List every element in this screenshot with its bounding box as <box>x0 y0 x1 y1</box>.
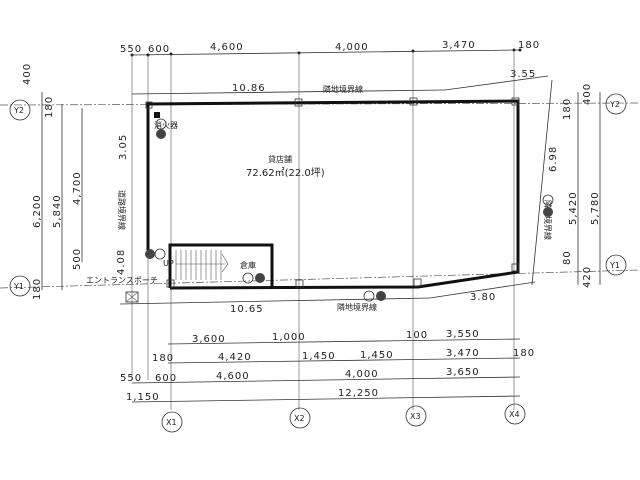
dim-text: 420 <box>582 266 593 288</box>
dim-text: 80 <box>562 250 573 265</box>
dim-text: 1,450 <box>302 351 336 362</box>
room-area: 72.62㎡(22.0坪) <box>246 166 325 179</box>
dim-text: 600 <box>148 44 170 55</box>
meter-icon <box>242 272 254 284</box>
dim-text: 5,780 <box>590 191 601 225</box>
dim-text: 500 <box>72 248 83 270</box>
stairs-up-label: UP <box>163 259 174 268</box>
dim-text: 180 <box>513 348 535 359</box>
dim-text: 600 <box>155 373 177 384</box>
dim-text: 4,000 <box>345 369 379 380</box>
dim-text: Y1 <box>13 282 24 291</box>
dim-text: 4,700 <box>72 171 83 205</box>
dim-text: 5,840 <box>52 194 63 228</box>
dim-text: X3 <box>410 412 421 421</box>
entrance-porch-label: エントランスポーチ <box>86 276 158 285</box>
site-boundary-length: 10.86 <box>232 83 266 94</box>
building-outline <box>145 97 520 290</box>
site-boundary-length: 3.55 <box>510 69 536 80</box>
neighbor-boundary-label: 隣地境界線 <box>543 200 553 240</box>
bottom-dimensions: 3,600 1,000 100 3,550 180 4,420 1,450 1,… <box>120 329 535 403</box>
dim-text: 1,150 <box>126 392 160 403</box>
dim-text: 550 <box>120 373 142 384</box>
meter-symbols <box>145 118 554 302</box>
grid-marker-y2 <box>9 99 31 121</box>
right-dimensions: 400 180 6.98 5,420 5,780 80 420 <box>531 79 601 288</box>
road-boundary-label: 道路境界線 <box>117 190 127 230</box>
staircase <box>175 250 229 280</box>
dim-text: 180 <box>518 40 540 51</box>
meter-icon <box>154 248 166 260</box>
meter-icon <box>363 290 375 302</box>
extinguisher-icon <box>154 112 160 118</box>
grid-marker-x4 <box>504 403 526 425</box>
grid-marker-x1 <box>161 411 183 433</box>
dim-text: 3,470 <box>442 40 476 51</box>
meter-icon <box>145 249 155 259</box>
meter-icon <box>542 194 554 206</box>
grid-marker-x2 <box>289 407 311 429</box>
neighbor-boundary-label: 隣地境界線 <box>337 302 377 312</box>
grid-marker-y2 <box>605 93 627 115</box>
dim-text: 180 <box>152 353 174 364</box>
dim-text: Y2 <box>609 100 620 109</box>
dim-text: 4,600 <box>216 371 250 382</box>
top-dimensions: 550 600 4,600 4,000 3,470 180 10.86 隣地境界… <box>120 40 549 95</box>
dim-text: 6,200 <box>32 194 43 228</box>
dim-text: 400 <box>582 83 593 105</box>
dim-text: 180 <box>44 96 55 118</box>
left-dimensions: 400 180 6,200 5,840 4,700 500 180 3.05 4… <box>22 63 129 300</box>
dim-text: 4,420 <box>218 352 252 363</box>
dim-text: 12,250 <box>338 388 379 399</box>
room-name: 貸店舗 <box>268 154 292 164</box>
dim-text: 100 <box>406 330 428 341</box>
dim-text: 3,550 <box>446 329 480 340</box>
dim-text: 1,450 <box>360 350 394 361</box>
dim-text: 550 <box>120 44 142 55</box>
dim-text: 3.05 <box>118 134 129 160</box>
meter-icon <box>543 207 553 217</box>
storage-label: 倉庫 <box>240 260 256 270</box>
dim-text: X4 <box>509 410 520 419</box>
dim-text: 4,000 <box>335 42 369 53</box>
meter-icon <box>376 291 386 301</box>
grid-marker-y1 <box>605 254 627 276</box>
dim-text: 6.98 <box>548 146 559 172</box>
grid-marker-x3 <box>405 405 427 427</box>
dim-text: 5,420 <box>568 191 579 225</box>
dim-text: 4.08 <box>116 249 127 275</box>
dim-text: 4,600 <box>210 42 244 53</box>
dim-text: Y1 <box>609 261 620 270</box>
dim-text: X1 <box>166 418 177 427</box>
dim-text: 1,000 <box>272 332 306 343</box>
grid-markers: X1 X2 X3 X4 Y2 Y1 Y2 Y1 <box>9 93 627 433</box>
dim-text: 400 <box>22 63 33 85</box>
site-boundary-length: 10.65 <box>230 304 264 315</box>
meter-icon <box>156 129 166 139</box>
site-boundary-length: 3.80 <box>470 292 496 303</box>
dim-text: 3,470 <box>446 348 480 359</box>
neighbor-boundary-label: 隣地境界線 <box>323 84 363 94</box>
dim-text: X2 <box>294 414 305 423</box>
drain-icon <box>125 291 139 303</box>
dim-text: 3,650 <box>446 367 480 378</box>
dim-text: 180 <box>32 278 43 300</box>
dim-text: 3,600 <box>192 334 226 345</box>
grid-marker-y1 <box>9 275 31 297</box>
dim-text: Y2 <box>13 106 24 115</box>
dim-text: 180 <box>562 98 573 120</box>
meter-icon <box>255 273 265 283</box>
